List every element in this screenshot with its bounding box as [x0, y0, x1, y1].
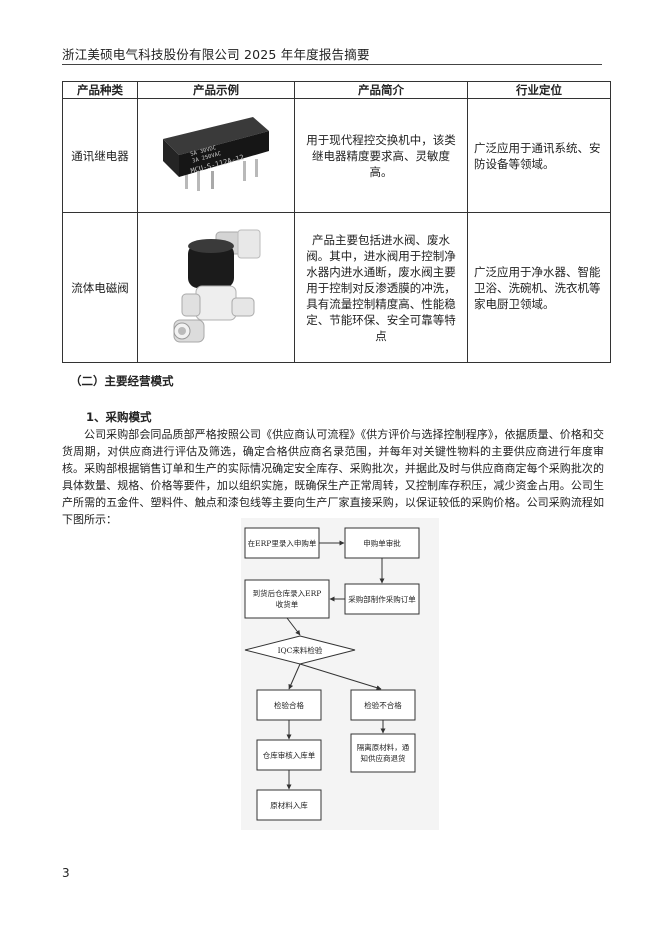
table-row: 流体电磁阀 产品主要包括进水阀、废水阀。其中，进水阀用于控制净水器内进水通断，废…	[62, 212, 611, 363]
page-number: 3	[62, 866, 70, 880]
category-cell: 流体电磁阀	[62, 212, 138, 363]
flow-step-fail: 检验不合格	[364, 700, 402, 710]
product-table: 产品种类 产品示例 产品简介 行业定位 通讯继电器 5A 30VDC 3A	[62, 81, 611, 363]
flow-step-stock-in: 原材料入库	[270, 800, 308, 810]
flow-step-purchase-order: 采购部制作采购订单	[348, 594, 416, 604]
header-product-intro: 产品简介	[294, 81, 468, 99]
flowchart-arrows	[286, 540, 386, 790]
table-row: 通讯继电器 5A 30VDC 3A 250VAC MCU-S-112A-12	[62, 98, 611, 213]
section-title: （二）主要经营模式	[70, 374, 174, 388]
valve-image	[173, 229, 261, 343]
header-industry-position: 行业定位	[467, 81, 611, 99]
procurement-flowchart: 在ERP里录入申购单 申购单审批 采购部制作采购订单 到货后仓库录入ERP 收货…	[241, 518, 439, 830]
description-cell: 用于现代程控交换机中，该类继电器精度要求高、灵敏度高。	[294, 98, 468, 213]
flow-step-isolate-line2: 知供应商退货	[361, 753, 406, 763]
flow-decision-iqc: IQC来料检验	[278, 645, 323, 655]
flow-step-receipt-line2: 收货单	[276, 599, 299, 609]
report-header-title: 浙江美硕电气科技股份有限公司 2025 年年度报告摘要	[62, 47, 370, 62]
flow-step-warehouse-review: 仓库审核入库单	[263, 750, 316, 760]
position-cell: 广泛应用于净水器、智能卫浴、洗碗机、洗衣机等家电厨卫领域。	[467, 212, 611, 363]
position-cell: 广泛应用于通讯系统、安防设备等领域。	[467, 98, 611, 213]
relay-image: 5A 30VDC 3A 250VAC MCU-S-112A-12	[163, 117, 269, 191]
flowchart-background	[241, 518, 439, 830]
flow-step-receipt-line1: 到货后仓库录入ERP	[253, 588, 322, 598]
table-header-row: 产品种类 产品示例 产品简介 行业定位	[62, 81, 611, 99]
flowchart-boxes	[244, 527, 420, 821]
relay-product-photo: 5A 30VDC 3A 250VAC MCU-S-112A-12	[137, 98, 295, 213]
flow-step-pass: 检验合格	[274, 700, 304, 710]
header-divider	[62, 64, 602, 65]
flow-step-erp-request: 在ERP里录入申购单	[248, 538, 317, 548]
flow-step-approval: 申购单审批	[363, 538, 401, 548]
description-cell: 产品主要包括进水阀、废水阀。其中，进水阀用于控制净水器内进水通断，废水阀主要用于…	[294, 212, 468, 363]
header-product-example: 产品示例	[137, 81, 295, 99]
category-cell: 通讯继电器	[62, 98, 138, 213]
relay-pins	[185, 159, 258, 191]
subsection-title: 1、采购模式	[86, 410, 152, 424]
procurement-paragraph: 公司采购部会同品质部严格按照公司《供应商认可流程》《供方评价与选择控制程序》，依…	[62, 428, 604, 526]
header-product-type: 产品种类	[62, 81, 138, 99]
solenoid-valve-photo	[137, 212, 295, 363]
flow-step-isolate-line1: 隔离原材料，通	[357, 742, 410, 752]
